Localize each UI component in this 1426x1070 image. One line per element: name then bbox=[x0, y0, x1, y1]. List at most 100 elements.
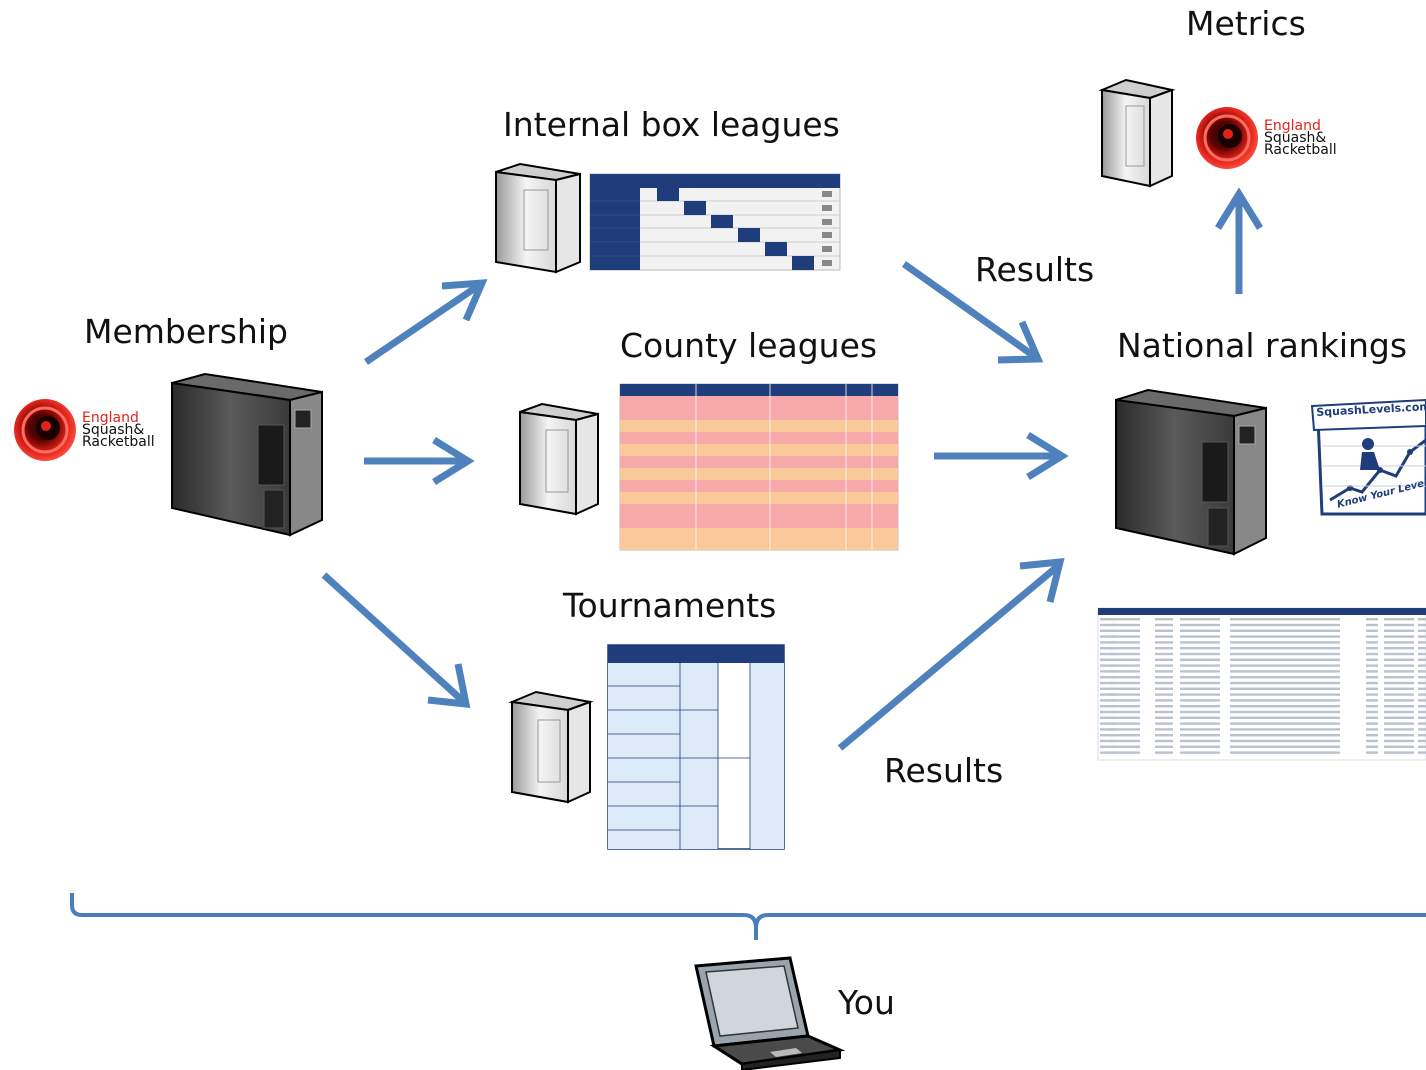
arrow-internal-to-rankings bbox=[901, 261, 1044, 364]
rankings-row-cell bbox=[1100, 693, 1116, 696]
county-leagues-table bbox=[619, 383, 899, 551]
rankings-row-cell bbox=[1418, 641, 1426, 644]
rankings-row-cell bbox=[1110, 629, 1140, 632]
rankings-row-cell bbox=[1110, 676, 1140, 679]
internal-box-leagues-label: Internal box leagues bbox=[503, 105, 840, 144]
rankings-row-cell bbox=[1100, 687, 1116, 690]
rankings-row-cell bbox=[1384, 681, 1414, 685]
rankings-row-cell bbox=[1100, 745, 1116, 748]
rankings-row-cell bbox=[1418, 745, 1426, 748]
rankings-row-cell bbox=[1418, 676, 1426, 679]
rankings-row-cell bbox=[1418, 687, 1426, 690]
rankings-row-cell bbox=[1180, 687, 1220, 690]
rankings-row-cell bbox=[1110, 716, 1140, 719]
rankings-row-cell bbox=[1110, 681, 1140, 685]
rankings-row-cell bbox=[1418, 710, 1426, 714]
rankings-row-cell bbox=[1110, 687, 1140, 690]
rankings-row-cell bbox=[1100, 739, 1116, 743]
rankings-row-cell bbox=[1155, 739, 1173, 743]
rankings-row-cell bbox=[1366, 739, 1378, 743]
rankings-row-cell bbox=[1155, 716, 1173, 719]
rankings-row-cell bbox=[1366, 629, 1378, 632]
county-server-icon bbox=[519, 402, 599, 516]
rankings-row-cell bbox=[1366, 734, 1378, 737]
rankings-row-cell bbox=[1366, 641, 1378, 644]
rankings-row-cell bbox=[1100, 623, 1116, 627]
rankings-row-cell bbox=[1180, 745, 1220, 748]
rankings-row-cell bbox=[1384, 647, 1414, 650]
rankings-row-cell bbox=[1230, 641, 1340, 644]
logo-line-england: England bbox=[1264, 118, 1321, 134]
rankings-row-cell bbox=[1100, 635, 1116, 638]
rankings-row-cell bbox=[1110, 751, 1140, 754]
squashlevels-logo bbox=[1310, 398, 1426, 516]
rankings-row-cell bbox=[1110, 705, 1140, 708]
rankings-row-cell bbox=[1366, 728, 1378, 731]
county-leagues-label: County leagues bbox=[620, 326, 878, 365]
rankings-row-cell bbox=[1100, 681, 1116, 685]
rankings-row-cell bbox=[1110, 652, 1140, 656]
rankings-row-cell bbox=[1100, 618, 1116, 621]
national-rankings-label: National rankings bbox=[1117, 326, 1408, 365]
internal-box-league-table bbox=[589, 173, 841, 271]
rankings-row-cell bbox=[1384, 751, 1414, 754]
rankings-row-cell bbox=[1366, 647, 1378, 650]
england-squash-logo-text-metrics: England Squash& Racketball bbox=[1264, 118, 1337, 157]
rankings-row-cell bbox=[1384, 658, 1414, 661]
rankings-row-cell bbox=[1366, 687, 1378, 690]
rankings-row-cell bbox=[1100, 751, 1116, 754]
rankings-row-cell bbox=[1180, 618, 1220, 621]
england-squash-logo-metrics bbox=[1196, 107, 1258, 169]
rankings-row-cell bbox=[1110, 670, 1140, 673]
rankings-row-cell bbox=[1384, 722, 1414, 725]
rankings-row-cell bbox=[1384, 716, 1414, 719]
rankings-row-cell bbox=[1110, 623, 1140, 627]
metrics-label: Metrics bbox=[1186, 4, 1306, 43]
rankings-row-cell bbox=[1384, 687, 1414, 690]
membership-label: Membership bbox=[84, 312, 288, 351]
rankings-row-cell bbox=[1366, 652, 1378, 656]
rankings-row-cell bbox=[1180, 681, 1220, 685]
rankings-row-cell bbox=[1180, 710, 1220, 714]
rankings-row-cell bbox=[1110, 710, 1140, 714]
rankings-row-cell bbox=[1180, 652, 1220, 656]
rankings-row-cell bbox=[1180, 647, 1220, 650]
rankings-row-cell bbox=[1384, 710, 1414, 714]
rankings-row-cell bbox=[1180, 641, 1220, 644]
rankings-row-cell bbox=[1155, 641, 1173, 644]
arrow-county-to-rankings bbox=[934, 432, 1069, 480]
rankings-row-cell bbox=[1180, 722, 1220, 725]
rankings-row-cell bbox=[1418, 629, 1426, 632]
rankings-row-cell bbox=[1180, 693, 1220, 696]
rankings-row-cell bbox=[1230, 728, 1340, 731]
rankings-row-cell bbox=[1155, 635, 1173, 638]
rankings-row-cell bbox=[1155, 728, 1173, 731]
rankings-row-cell bbox=[1230, 693, 1340, 696]
rankings-row-cell bbox=[1418, 652, 1426, 656]
rankings-row-cell bbox=[1155, 676, 1173, 679]
rankings-row-cell bbox=[1230, 658, 1340, 661]
rankings-row-cell bbox=[1110, 664, 1140, 667]
england-squash-logo-left bbox=[14, 399, 76, 461]
rankings-row-cell bbox=[1230, 734, 1340, 737]
laptop-icon bbox=[694, 956, 846, 1070]
rankings-row-cell bbox=[1155, 699, 1173, 702]
england-squash-logo-text-left: England Squash& Racketball bbox=[82, 411, 155, 449]
tournaments-label: Tournaments bbox=[563, 586, 777, 625]
rankings-row-cell bbox=[1180, 739, 1220, 743]
rankings-row-cell bbox=[1384, 635, 1414, 638]
rankings-row-cell bbox=[1418, 647, 1426, 650]
rankings-row-cell bbox=[1180, 699, 1220, 702]
rankings-row-cell bbox=[1100, 734, 1116, 737]
rankings-row-cell bbox=[1155, 618, 1173, 621]
rankings-row-cell bbox=[1180, 716, 1220, 719]
rankings-row-cell bbox=[1384, 699, 1414, 702]
rankings-row-cell bbox=[1110, 745, 1140, 748]
rankings-row-cell bbox=[1155, 710, 1173, 714]
rankings-row-cell bbox=[1230, 745, 1340, 748]
rankings-row-cell bbox=[1110, 699, 1140, 702]
rankings-row-cell bbox=[1230, 670, 1340, 673]
rankings-row-cell bbox=[1230, 705, 1340, 708]
rankings-row-cell bbox=[1155, 623, 1173, 627]
